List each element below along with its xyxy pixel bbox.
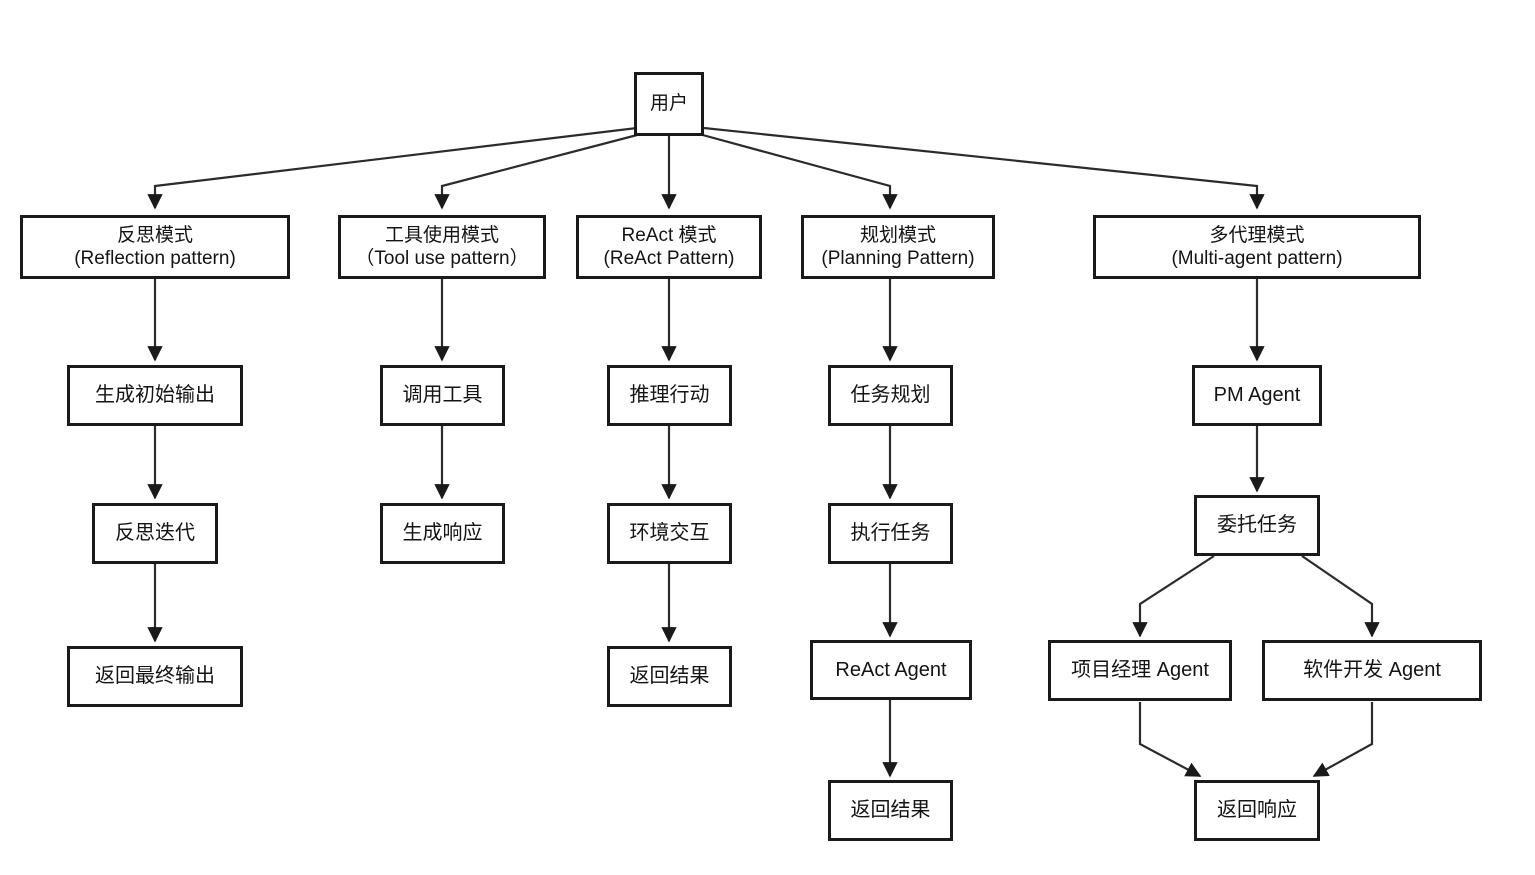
node-pattern-tool-use[interactable]: 工具使用模式 （Tool use pattern） <box>338 215 546 279</box>
node-multi-agent-step-1[interactable]: PM Agent <box>1192 365 1322 426</box>
node-planning-step-4[interactable]: 返回结果 <box>828 780 953 841</box>
pattern-react-en: (ReAct Pattern) <box>603 248 735 269</box>
pattern-planning-en: (Planning Pattern) <box>821 248 975 269</box>
node-pattern-planning[interactable]: 规划模式 (Planning Pattern) <box>801 215 995 279</box>
edge-delegate-to-dev <box>1301 555 1380 638</box>
pattern-tool-use-cn: 工具使用模式 <box>384 224 499 246</box>
node-multi-agent-branch-dev[interactable]: 软件开发 Agent <box>1262 640 1482 701</box>
pattern-reflection-cn: 反思模式 <box>116 224 193 246</box>
node-planning-step-1[interactable]: 任务规划 <box>828 365 953 426</box>
edge-user-to-planning <box>698 132 898 210</box>
react-step-1-label: 推理行动 <box>629 384 710 407</box>
planning-step-4-label: 返回结果 <box>850 799 931 822</box>
node-user[interactable]: 用户 <box>634 72 704 136</box>
pattern-multi-agent-cn: 多代理模式 <box>1209 224 1305 246</box>
planning-step-1-label: 任务规划 <box>850 384 931 407</box>
node-tool-use-step-1[interactable]: 调用工具 <box>380 365 505 426</box>
react-step-2-label: 环境交互 <box>629 522 710 545</box>
node-multi-agent-branch-pm[interactable]: 项目经理 Agent <box>1048 640 1232 701</box>
multi-agent-step-2-label: 委托任务 <box>1217 514 1297 537</box>
node-reflection-step-3[interactable]: 返回最终输出 <box>67 646 243 707</box>
planning-step-2-label: 执行任务 <box>850 522 931 545</box>
node-tool-use-step-2[interactable]: 生成响应 <box>380 503 505 564</box>
edge-user-to-reflection <box>147 126 638 210</box>
planning-step-3-label: ReAct Agent <box>835 658 947 681</box>
node-multi-agent-step-2[interactable]: 委托任务 <box>1194 495 1320 556</box>
pattern-reflection-en: (Reflection pattern) <box>74 248 236 269</box>
edge-delegate-to-pm <box>1132 555 1215 638</box>
reflection-step-2-label: 反思迭代 <box>115 522 195 545</box>
node-reflection-step-2[interactable]: 反思迭代 <box>92 503 218 564</box>
node-planning-step-2[interactable]: 执行任务 <box>828 503 953 564</box>
node-pattern-multi-agent[interactable]: 多代理模式 (Multi-agent pattern) <box>1093 215 1421 279</box>
multi-agent-step-1-label: PM Agent <box>1213 384 1301 407</box>
pattern-multi-agent-en: (Multi-agent pattern) <box>1171 248 1343 269</box>
multi-agent-branch-pm-label: 项目经理 Agent <box>1071 659 1209 682</box>
react-step-3-label: 返回结果 <box>629 665 710 688</box>
node-user-label: 用户 <box>649 93 688 115</box>
edge-user-to-multiagent <box>703 126 1265 210</box>
node-multi-agent-join[interactable]: 返回响应 <box>1194 780 1320 841</box>
node-react-step-2[interactable]: 环境交互 <box>607 503 732 564</box>
edge-dev-to-response <box>1312 702 1374 777</box>
tool-use-step-2-label: 生成响应 <box>402 522 483 545</box>
pattern-tool-use-en: （Tool use pattern） <box>355 248 529 269</box>
node-reflection-step-1[interactable]: 生成初始输出 <box>67 365 243 426</box>
multi-agent-join-label: 返回响应 <box>1217 799 1297 822</box>
edge-pm-to-response <box>1138 702 1202 777</box>
node-pattern-react[interactable]: ReAct 模式 (ReAct Pattern) <box>576 215 762 279</box>
reflection-step-1-label: 生成初始输出 <box>95 384 215 407</box>
edge-user-to-tooluse <box>434 132 642 210</box>
reflection-step-3-label: 返回最终输出 <box>95 665 215 688</box>
multi-agent-branch-dev-label: 软件开发 Agent <box>1303 659 1441 682</box>
pattern-react-cn: ReAct 模式 <box>621 224 717 246</box>
node-react-step-1[interactable]: 推理行动 <box>607 365 732 426</box>
pattern-planning-cn: 规划模式 <box>859 224 936 246</box>
node-pattern-reflection[interactable]: 反思模式 (Reflection pattern) <box>20 215 290 279</box>
node-planning-step-3[interactable]: ReAct Agent <box>810 640 972 700</box>
node-react-step-3[interactable]: 返回结果 <box>607 646 732 707</box>
tool-use-step-1-label: 调用工具 <box>402 384 483 407</box>
